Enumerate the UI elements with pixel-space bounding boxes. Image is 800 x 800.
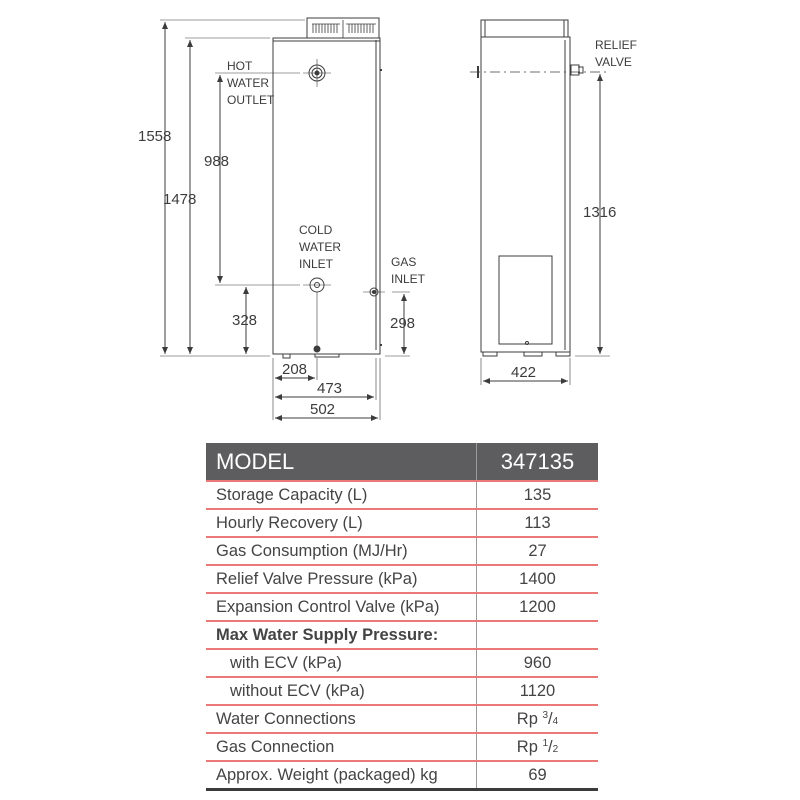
table-row: Approx. Weight (packaged) kg 69 — [206, 761, 598, 791]
dim-cold-inlet-offset: 208 — [282, 361, 307, 378]
svg-text:WATER: WATER — [227, 76, 269, 90]
table-section-row: Max Water Supply Pressure: — [206, 621, 598, 650]
row-value: 1400 — [476, 565, 598, 594]
row-label: without ECV (kPa) — [206, 677, 477, 706]
table-row: Relief Valve Pressure (kPa) 1400 — [206, 565, 598, 594]
row-label: Gas Consumption (MJ/Hr) — [206, 537, 477, 566]
svg-text:GAS: GAS — [391, 255, 416, 269]
row-value — [476, 621, 598, 650]
dim-cold-inlet-height: 328 — [232, 312, 257, 329]
row-value: 960 — [476, 649, 598, 678]
row-label: Approx. Weight (packaged) kg — [206, 761, 477, 791]
dim-body-height: 1478 — [163, 191, 196, 208]
row-value: 135 — [476, 480, 598, 510]
dim-gas-inlet-height: 298 — [390, 315, 415, 332]
gas-inlet-label: GAS INLET — [391, 255, 426, 286]
dim-hot-to-cold: 988 — [204, 153, 229, 170]
side-view — [470, 19, 610, 385]
front-view — [160, 17, 410, 421]
row-label: Hourly Recovery (L) — [206, 509, 477, 538]
dim-body-width: 473 — [317, 380, 342, 397]
row-label: Relief Valve Pressure (kPa) — [206, 565, 477, 594]
row-value: 1200 — [476, 593, 598, 622]
svg-text:HOT: HOT — [227, 59, 253, 73]
svg-text:OUTLET: OUTLET — [227, 93, 275, 107]
table-row: Water Connections Rp 3/4 — [206, 705, 598, 734]
row-label: with ECV (kPa) — [206, 649, 477, 678]
svg-text:INLET: INLET — [391, 272, 426, 286]
technical-drawing: 1558 1478 988 328 298 208 473 502 1316 4… — [138, 17, 637, 421]
svg-text:WATER: WATER — [299, 240, 341, 254]
row-value: 1120 — [476, 677, 598, 706]
dim-depth: 422 — [511, 364, 536, 381]
relief-valve-label: RELIEF VALVE — [595, 38, 637, 69]
dim-relief-valve-height: 1316 — [583, 204, 616, 221]
dim-overall-width: 502 — [310, 401, 335, 418]
row-label: Water Connections — [206, 705, 477, 734]
svg-text:COLD: COLD — [299, 223, 333, 237]
spec-table: MODEL 347135 Storage Capacity (L) 135 Ho… — [206, 443, 598, 791]
model-header-label: MODEL — [206, 443, 477, 481]
row-value: 27 — [476, 537, 598, 566]
table-row: with ECV (kPa) 960 — [206, 649, 598, 678]
table-row: Hourly Recovery (L) 113 — [206, 509, 598, 538]
table-row: without ECV (kPa) 1120 — [206, 677, 598, 706]
dim-overall-height: 1558 — [138, 128, 171, 145]
section-label: Max Water Supply Pressure: — [206, 621, 477, 650]
hot-water-outlet-label: HOT WATER OUTLET — [227, 59, 275, 107]
svg-text:INLET: INLET — [299, 257, 334, 271]
row-label: Storage Capacity (L) — [206, 480, 477, 510]
svg-text:VALVE: VALVE — [595, 55, 632, 69]
table-row: Gas Connection Rp 1/2 — [206, 733, 598, 762]
row-label: Gas Connection — [206, 733, 477, 762]
cold-water-inlet-label: COLD WATER INLET — [299, 223, 341, 271]
row-value: 113 — [476, 509, 598, 538]
row-label: Expansion Control Valve (kPa) — [206, 593, 477, 622]
table-header-row: MODEL 347135 — [206, 443, 598, 481]
model-header-value: 347135 — [476, 443, 598, 481]
row-value: Rp 3/4 — [476, 705, 598, 734]
row-value: 69 — [476, 761, 598, 791]
row-value: Rp 1/2 — [476, 733, 598, 762]
table-row: Expansion Control Valve (kPa) 1200 — [206, 593, 598, 622]
table-row: Gas Consumption (MJ/Hr) 27 — [206, 537, 598, 566]
svg-text:RELIEF: RELIEF — [595, 38, 637, 52]
table-row: Storage Capacity (L) 135 — [206, 480, 598, 510]
